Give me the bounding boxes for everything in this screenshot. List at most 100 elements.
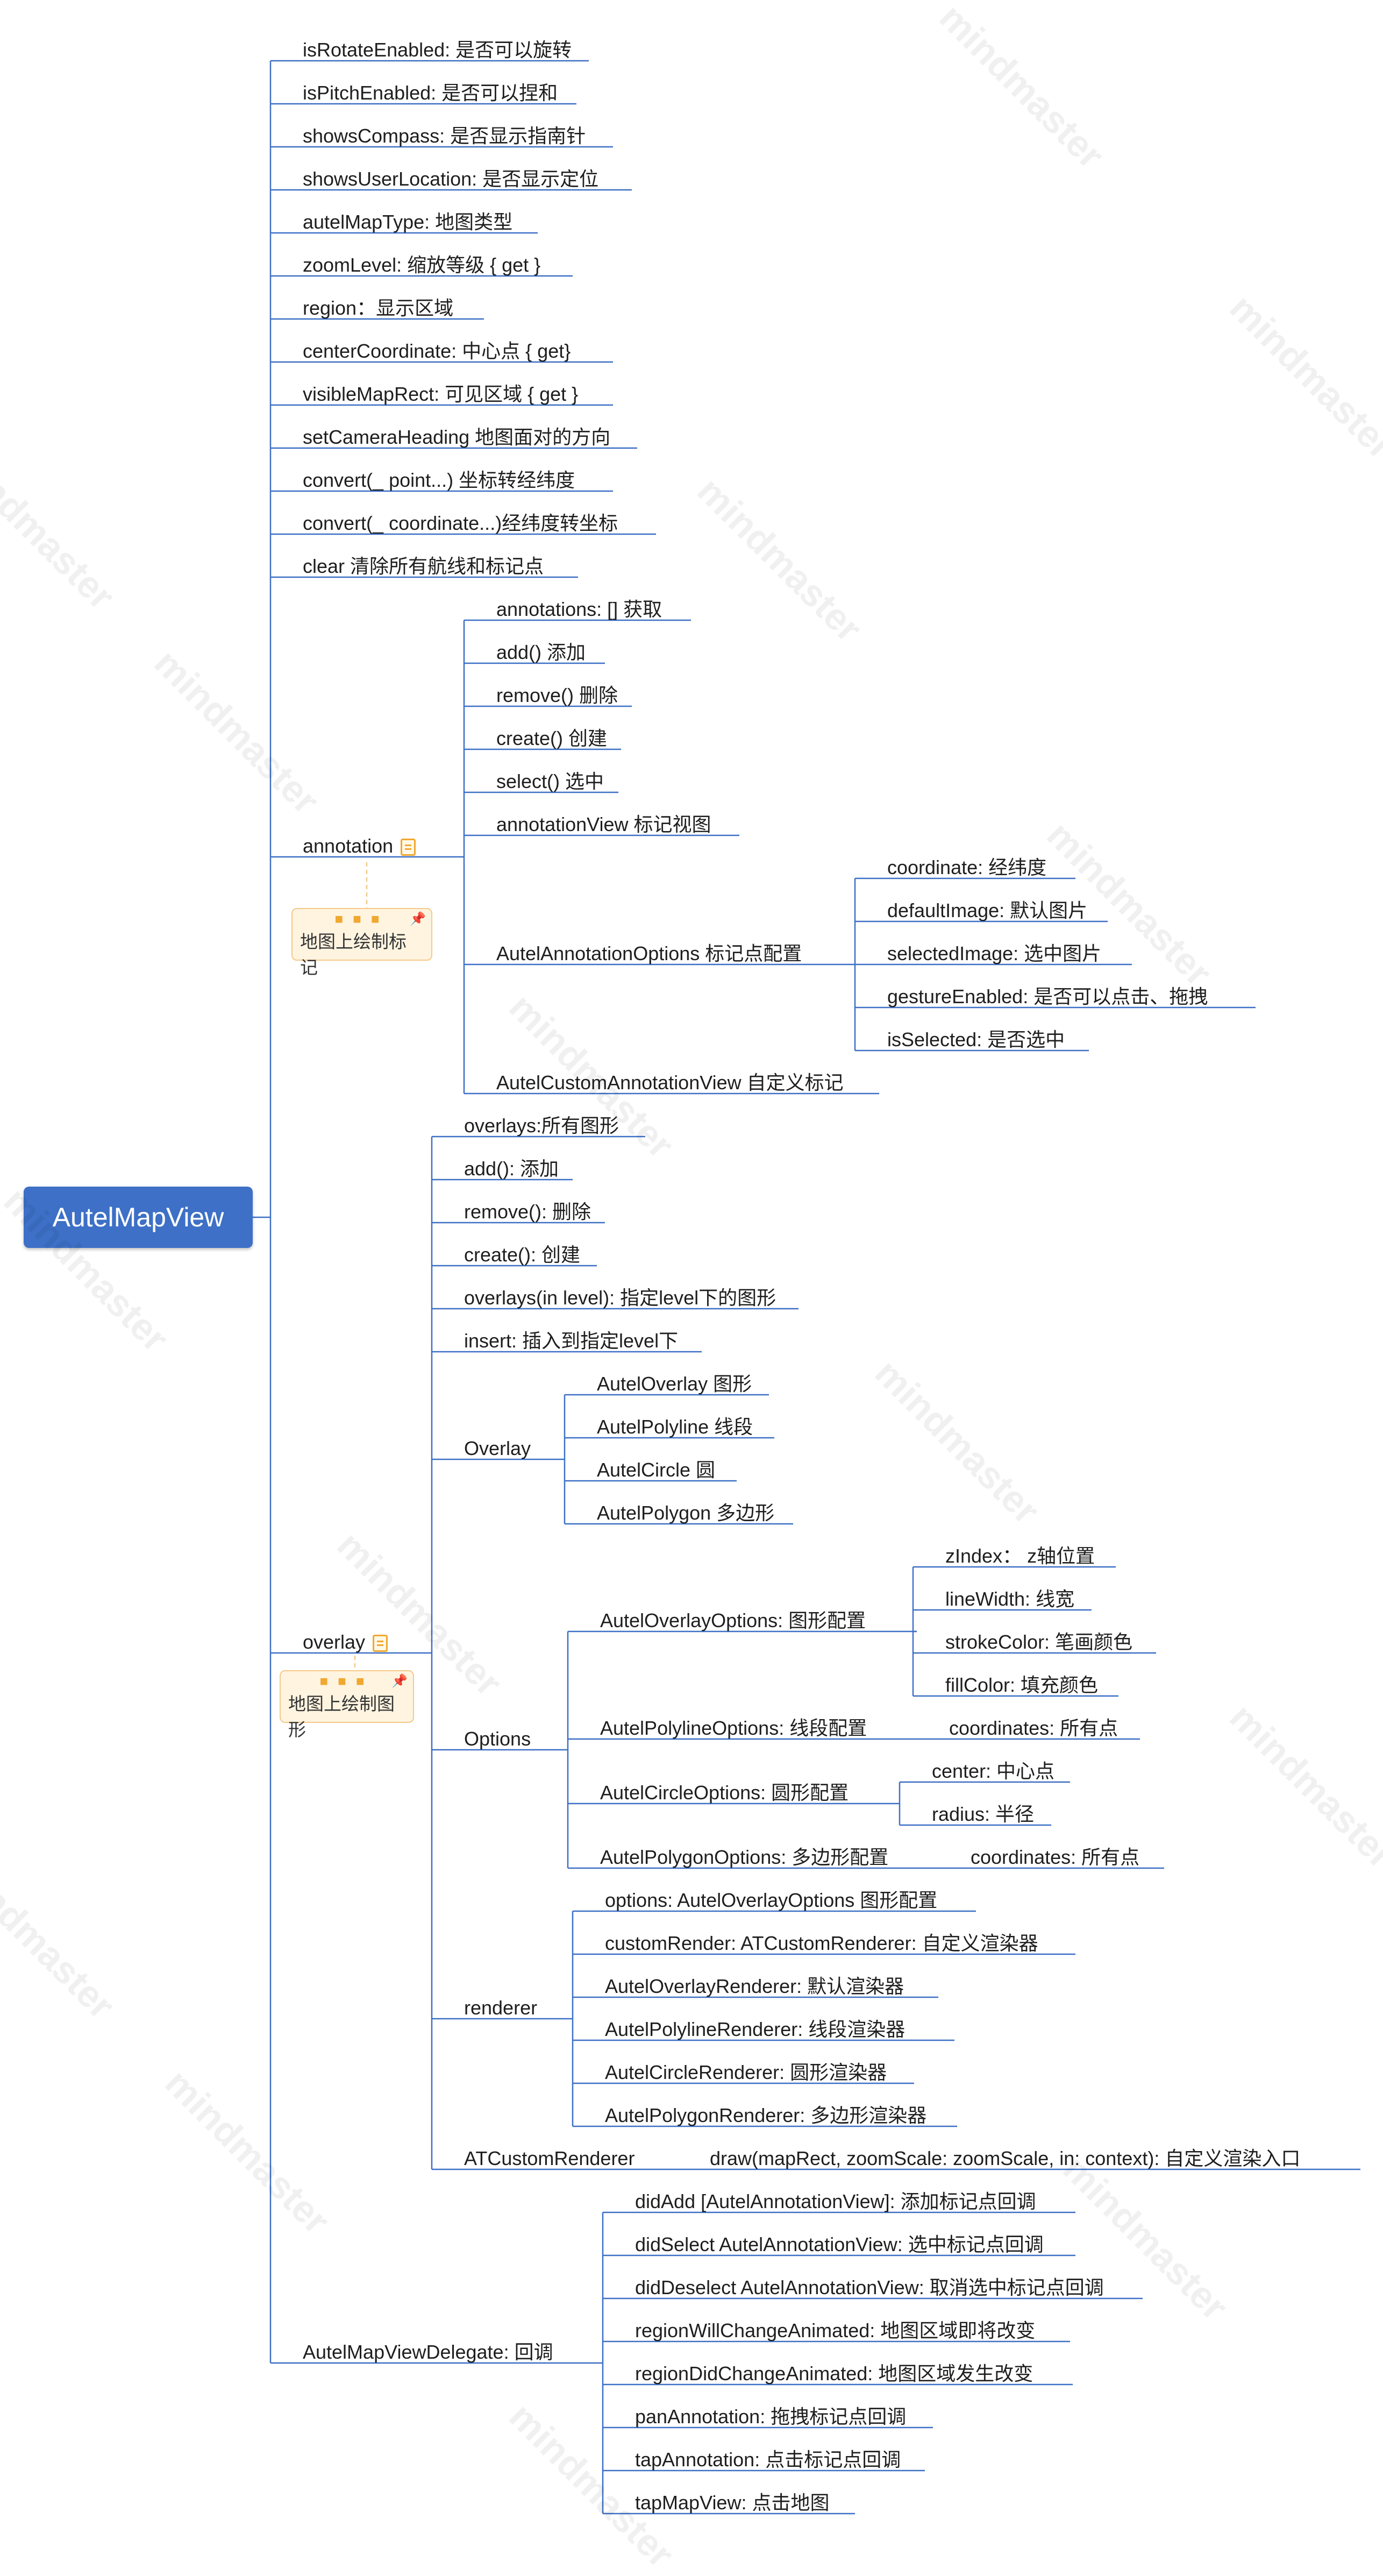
node-label: create(): 创建	[464, 1244, 581, 1266]
node-d5[interactable]: regionDidChangeAnimated: 地图区域发生改变	[635, 2363, 1033, 2385]
node-o4[interactable]: create(): 创建	[464, 1244, 580, 1266]
node-label: insert: 插入到指定level下	[464, 1330, 679, 1352]
node-n8[interactable]: centerCoordinate: 中心点 { get}	[303, 340, 571, 362]
node-n4[interactable]: showsUserLocation: 是否显示定位	[303, 168, 598, 190]
node-label: clear 清除所有航线和标记点	[303, 555, 544, 577]
node-o6[interactable]: insert: 插入到指定level下	[464, 1330, 678, 1352]
node-o8-1[interactable]: AutelOverlayOptions: 图形配置	[600, 1610, 866, 1631]
note-icon[interactable]	[401, 839, 416, 856]
callout-dots-icon: ■■■	[334, 911, 389, 927]
node-o8-1-1[interactable]: zIndex： z轴位置	[945, 1545, 1095, 1567]
node-o5[interactable]: overlays(in level): 指定level下的图形	[464, 1287, 776, 1309]
node-o2[interactable]: add(): 添加	[464, 1158, 559, 1180]
node-a3[interactable]: remove() 删除	[496, 685, 618, 706]
node-o9-1[interactable]: options: AutelOverlayOptions 图形配置	[605, 1890, 937, 1911]
node-o7-4[interactable]: AutelPolygon 多边形	[597, 1502, 774, 1524]
node-a7-5[interactable]: isSelected: 是否选中	[887, 1029, 1065, 1051]
node-n13[interactable]: clear 清除所有航线和标记点	[303, 556, 544, 577]
node-o7-2[interactable]: AutelPolyline 线段	[597, 1416, 753, 1438]
root-node-autelmapview[interactable]: AutelMapView	[24, 1187, 253, 1248]
node-o7[interactable]: Overlay	[464, 1438, 531, 1459]
node-label: AutelPolylineOptions: 线段配置	[600, 1717, 867, 1739]
node-o8-2[interactable]: AutelPolylineOptions: 线段配置	[600, 1718, 867, 1739]
node-label: AutelOverlay 图形	[597, 1373, 752, 1395]
node-o8-2-1[interactable]: coordinates: 所有点	[949, 1718, 1118, 1739]
node-n2[interactable]: isPitchEnabled: 是否可以捏和	[303, 82, 558, 104]
node-o9-5[interactable]: AutelCircleRenderer: 圆形渲染器	[605, 2062, 887, 2083]
node-o8-3[interactable]: AutelCircleOptions: 圆形配置	[600, 1782, 849, 1804]
callout-overlay[interactable]: ■■■📌地图上绘制图形	[280, 1670, 414, 1740]
node-o9[interactable]: renderer	[464, 1997, 537, 2019]
node-n7[interactable]: region：显示区域	[303, 297, 453, 319]
node-a7-2[interactable]: defaultImage: 默认图片	[887, 900, 1087, 921]
node-label: select() 选中	[496, 770, 604, 792]
node-d8[interactable]: tapMapView: 点击地图	[635, 2492, 829, 2514]
node-o8-4-1[interactable]: coordinates: 所有点	[971, 1847, 1139, 1868]
node-n5[interactable]: autelMapType: 地图类型	[303, 211, 512, 233]
node-label: gestureEnabled: 是否可以点击、拖拽	[887, 985, 1208, 1007]
note-icon[interactable]	[373, 1635, 388, 1652]
node-o1[interactable]: overlays:所有图形	[464, 1115, 619, 1137]
node-o8-1-4[interactable]: fillColor: 填充颜色	[945, 1674, 1098, 1696]
node-n10[interactable]: setCameraHeading 地图面对的方向	[303, 427, 610, 448]
node-label: Options	[464, 1728, 531, 1750]
callout-text: 地图上绘制标记	[300, 932, 407, 977]
node-o3[interactable]: remove(): 删除	[464, 1201, 591, 1223]
node-label: showsCompass: 是否显示指南针	[303, 125, 586, 147]
node-label: coordinates: 所有点	[971, 1846, 1140, 1868]
node-label: visibleMapRect: 可见区域 { get }	[303, 383, 579, 405]
node-o7-3[interactable]: AutelCircle 圆	[597, 1459, 715, 1481]
node-d3[interactable]: didDeselect AutelAnnotationView: 取消选中标记点…	[635, 2277, 1104, 2298]
node-d6[interactable]: panAnnotation: 拖拽标记点回调	[635, 2406, 906, 2428]
node-o7-1[interactable]: AutelOverlay 图形	[597, 1373, 752, 1395]
node-n11[interactable]: convert(_ point...) 坐标转经纬度	[303, 470, 575, 491]
node-o8-1-2[interactable]: lineWidth: 线宽	[945, 1588, 1074, 1610]
node-o8-1-3[interactable]: strokeColor: 笔画颜色	[945, 1631, 1132, 1653]
node-a7-4[interactable]: gestureEnabled: 是否可以点击、拖拽	[887, 986, 1208, 1007]
node-annotation[interactable]: annotation	[303, 835, 416, 857]
node-overlay[interactable]: overlay	[303, 1631, 388, 1653]
node-o9-3[interactable]: AutelOverlayRenderer: 默认渲染器	[605, 1976, 904, 1997]
node-o9-2[interactable]: customRender: ATCustomRenderer: 自定义渲染器	[605, 1933, 1038, 1954]
node-o10-1[interactable]: draw(mapRect, zoomScale: zoomScale, in: …	[710, 2148, 1300, 2169]
node-n12[interactable]: convert(_ coordinate...)经纬度转坐标	[303, 513, 618, 534]
node-a5[interactable]: select() 选中	[496, 771, 604, 792]
pin-icon: 📌	[391, 1674, 408, 1688]
node-d2[interactable]: didSelect AutelAnnotationView: 选中标记点回调	[635, 2234, 1044, 2255]
node-a7-3[interactable]: selectedImage: 选中图片	[887, 943, 1101, 964]
node-d4[interactable]: regionWillChangeAnimated: 地图区域即将改变	[635, 2320, 1035, 2341]
node-o8[interactable]: Options	[464, 1728, 531, 1750]
callout-text: 地图上绘制图形	[288, 1694, 395, 1740]
callout-annotation[interactable]: ■■■📌地图上绘制标记	[291, 908, 432, 977]
node-label: isRotateEnabled: 是否可以旋转	[303, 39, 572, 61]
node-o8-4[interactable]: AutelPolygonOptions: 多边形配置	[600, 1847, 888, 1868]
node-o8-3-1[interactable]: center: 中心点	[932, 1761, 1054, 1782]
node-label: overlay	[303, 1631, 366, 1653]
node-n3[interactable]: showsCompass: 是否显示指南针	[303, 125, 586, 147]
node-o9-6[interactable]: AutelPolygonRenderer: 多边形渲染器	[605, 2105, 926, 2126]
node-d1[interactable]: didAdd [AutelAnnotationView]: 添加标记点回调	[635, 2191, 1036, 2212]
node-a2[interactable]: add() 添加	[496, 642, 586, 663]
node-label: remove() 删除	[496, 684, 618, 706]
node-a1[interactable]: annotations: [] 获取	[496, 599, 662, 620]
node-a7-1[interactable]: coordinate: 经纬度	[887, 857, 1046, 878]
node-label: isPitchEnabled: 是否可以捏和	[303, 82, 558, 104]
node-label: center: 中心点	[932, 1760, 1055, 1782]
node-a6[interactable]: annotationView 标记视图	[496, 814, 711, 835]
node-label: lineWidth: 线宽	[945, 1588, 1075, 1610]
node-n1[interactable]: isRotateEnabled: 是否可以旋转	[303, 39, 572, 61]
node-n9[interactable]: visibleMapRect: 可见区域 { get }	[303, 384, 578, 405]
node-a7[interactable]: AutelAnnotationOptions 标记点配置	[496, 943, 802, 964]
node-label: draw(mapRect, zoomScale: zoomScale, in: …	[710, 2147, 1301, 2169]
node-n6[interactable]: zoomLevel: 缩放等级 { get }	[303, 254, 540, 276]
node-label: AutelMapViewDelegate: 回调	[303, 2341, 553, 2363]
node-o9-4[interactable]: AutelPolylineRenderer: 线段渲染器	[605, 2019, 905, 2040]
node-o10[interactable]: ATCustomRenderer	[464, 2148, 635, 2169]
node-delegate[interactable]: AutelMapViewDelegate: 回调	[303, 2341, 553, 2363]
node-o8-3-2[interactable]: radius: 半径	[932, 1804, 1034, 1825]
node-label: regionWillChangeAnimated: 地图区域即将改变	[635, 2319, 1036, 2341]
node-label: coordinate: 经纬度	[887, 856, 1047, 878]
node-a8[interactable]: AutelCustomAnnotationView 自定义标记	[496, 1072, 844, 1094]
node-a4[interactable]: create() 创建	[496, 728, 607, 749]
node-d7[interactable]: tapAnnotation: 点击标记点回调	[635, 2449, 901, 2471]
